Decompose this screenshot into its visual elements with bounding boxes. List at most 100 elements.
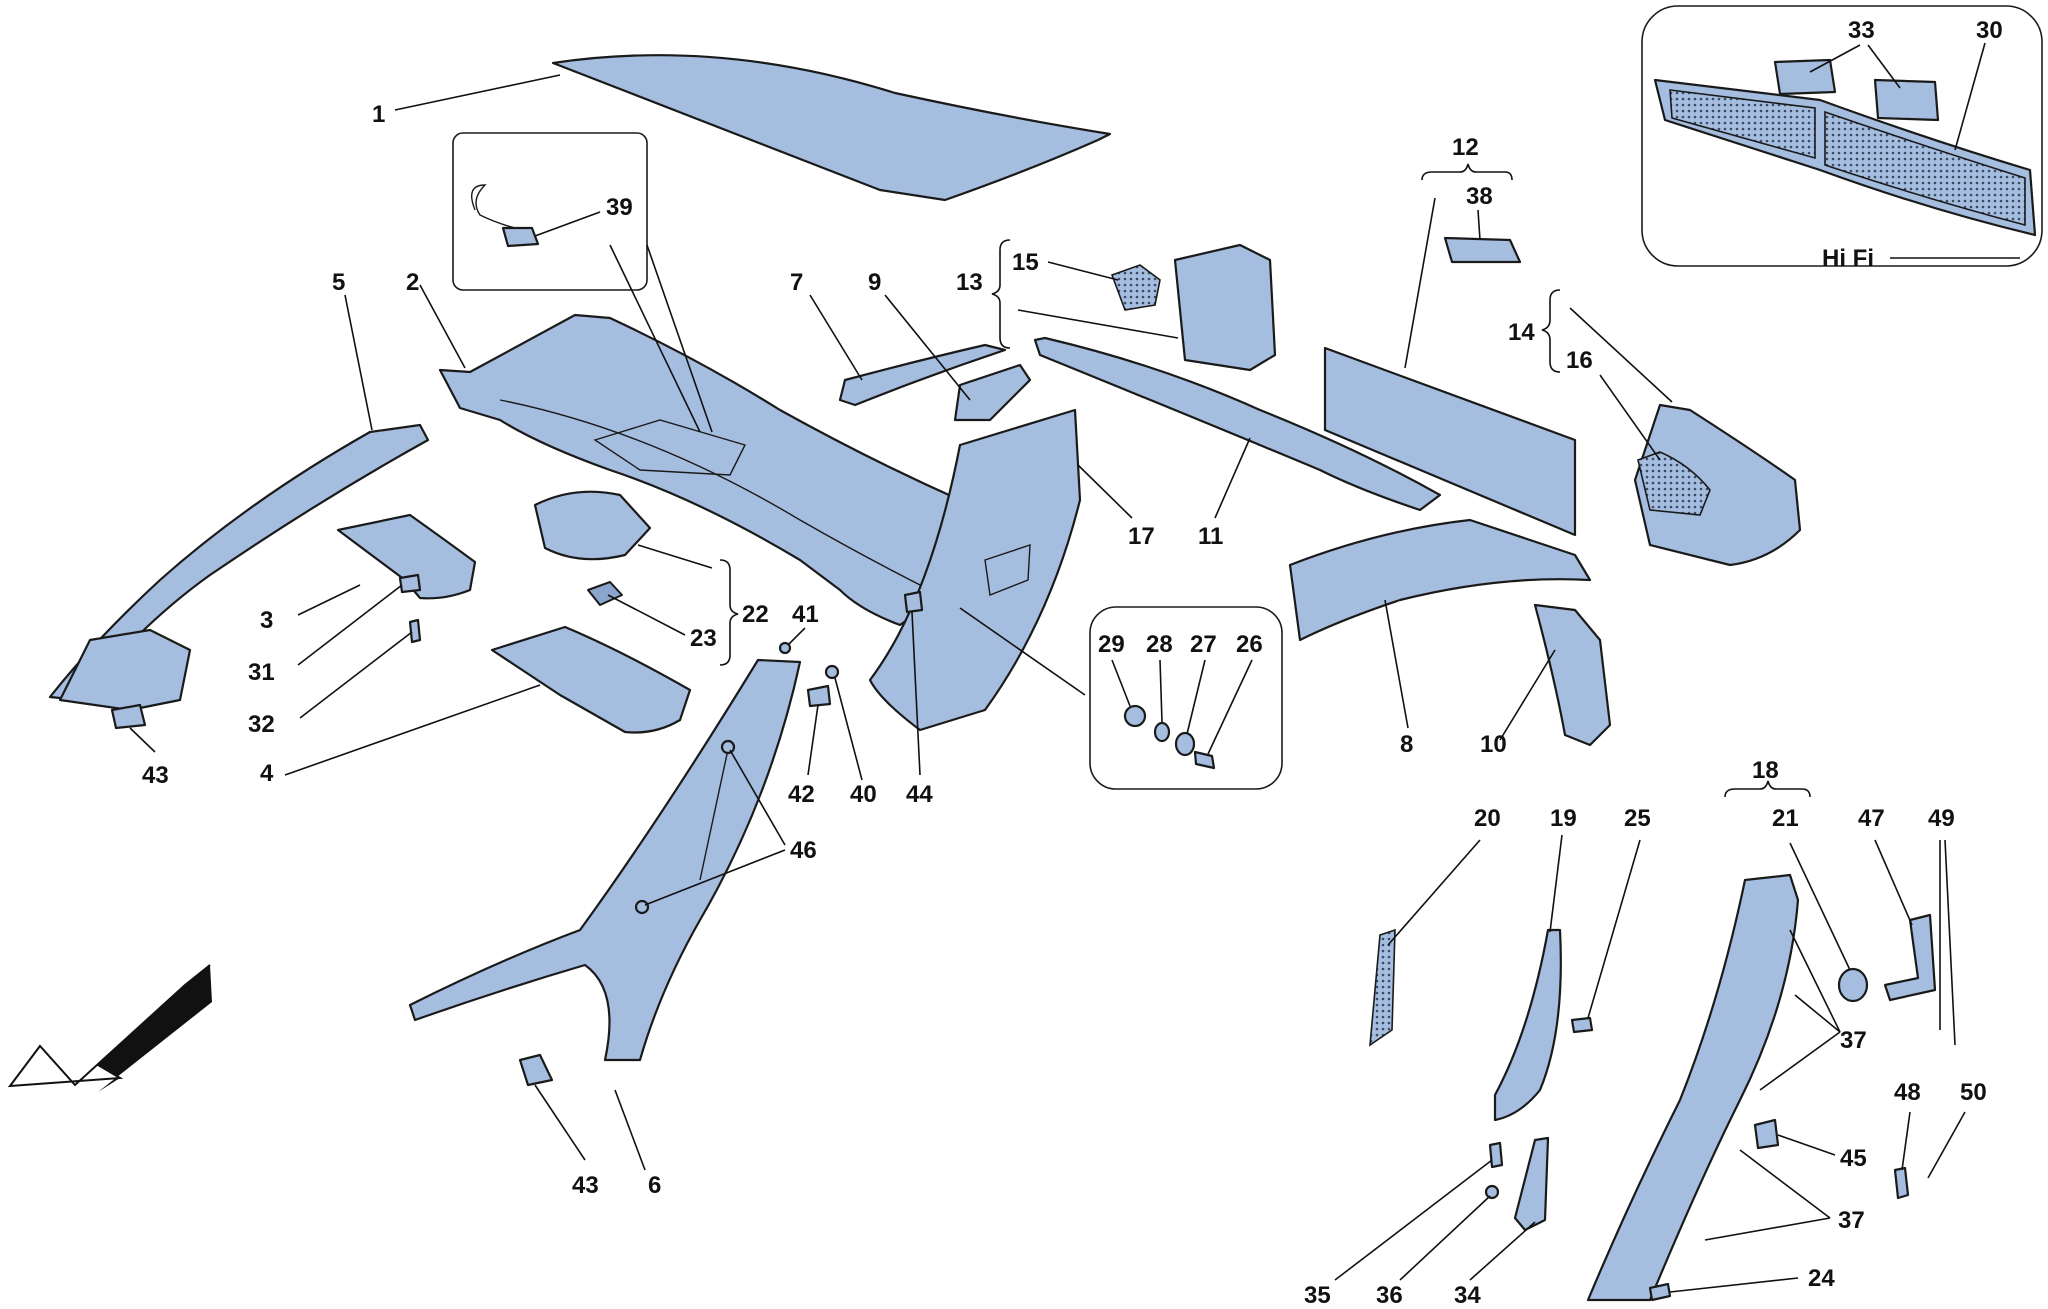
leader-50 [1927,1111,1966,1179]
part-43-cap-lower [518,1053,554,1087]
callout-5: 5 [332,269,345,296]
part-48-clip [1893,1166,1910,1200]
callout-29: 29 [1098,631,1125,658]
callout-7: 7 [790,269,803,296]
part-6-slot [699,739,731,881]
brace-22 [719,559,739,666]
part-33-bracket-left [1773,58,1837,96]
leader-12 [1404,197,1436,369]
callout-13: 13 [956,269,983,296]
inset-frame-wiring [452,132,648,291]
part-11-trim-rail [1033,336,1442,512]
leader-29 [1111,659,1131,707]
leader-19 [1549,834,1563,933]
part-39-connector [501,226,540,248]
callout-21: 21 [1772,805,1799,832]
part-21-cap [1837,967,1869,1003]
part-7-trim-strip [838,343,1007,407]
part-40-nut [824,664,840,680]
callout-47: 47 [1858,805,1885,832]
part-8-lower-trim [1288,518,1592,642]
leader-37a3 [1759,1031,1841,1091]
part-30-hifi-mesh-left [1669,89,1816,160]
leader-28 [1159,659,1163,723]
part-30-hifi-mesh-right [1824,110,2026,227]
part-32-screw [408,618,422,644]
part-42-clip [806,684,832,708]
callout-41: 41 [792,601,819,628]
leader-20 [1387,839,1481,946]
part-46-fastener-upper [720,739,736,755]
callout-12: 12 [1452,134,1479,161]
callout-6: 6 [648,1172,661,1199]
part-29-grommet [1123,704,1147,728]
callout-18: 18 [1752,757,1779,784]
leader-13 [1017,309,1179,339]
leader-27 [1186,659,1206,735]
leader-37b2 [1704,1217,1831,1241]
callout-44: 44 [906,781,933,808]
leader-1 [394,74,561,111]
direction-arrow-shadow [98,965,212,1092]
part-39-wire [471,184,531,233]
leader-16 [1599,374,1661,461]
leader-9 [884,294,971,401]
leader-46a [729,749,786,846]
part-44-clip [903,590,924,614]
leader-25 [1587,839,1641,1019]
part-3-sun-visor [336,513,477,600]
part-5-a-pillar-foot [58,628,192,712]
callout-26: 26 [1236,631,1263,658]
leader-39c [646,244,713,433]
leader-48 [1901,1111,1911,1171]
brace-18 [1724,780,1811,798]
leader-43a [129,727,156,753]
part-26-screw [1193,750,1216,770]
leader-3 [297,584,361,616]
part-22-dome-light [533,490,652,561]
leader-32 [299,631,413,719]
part-25-screw [1570,1016,1594,1034]
leader-37b1 [1739,1149,1831,1219]
callout-10: 10 [1480,731,1507,758]
part-16-speaker-grille [1637,451,1711,516]
leader-7 [809,294,863,381]
brace-14 [1541,289,1561,373]
brace-13 [991,239,1011,349]
leader-21 [1789,842,1851,971]
part-38-badge [1443,236,1522,264]
callout-37a: 37 [1840,1027,1867,1054]
part-36-washer [1484,1184,1500,1200]
callout-43b: 43 [572,1172,599,1199]
part-47-bracket [1883,913,1937,1002]
part-27-washer [1174,731,1196,757]
callout-19: 19 [1550,805,1577,832]
callout-15: 15 [1012,249,1039,276]
part-2-headliner-recess [593,419,747,476]
leader-43b [534,1084,586,1161]
leader-36 [1399,1195,1491,1281]
leader-38 [1477,209,1481,241]
part-9-trim [953,363,1032,422]
callout-22: 22 [742,601,769,628]
part-17-quarter-panel [868,408,1082,732]
callout-32: 32 [248,711,275,738]
part-17-opening [984,544,1031,596]
part-12-panel [1323,346,1577,537]
leader-41 [787,627,806,646]
leader-44b [959,607,1086,696]
leader-46b [644,849,786,906]
callout-30: 30 [1976,17,2003,44]
callout-31: 31 [248,659,275,686]
leader-39 [534,211,601,237]
part-4-sun-visor [490,625,692,734]
leader-14 [1569,307,1673,403]
part-45-clip [1753,1118,1780,1150]
leader-30 [1954,42,1986,151]
part-46-fastener-lower [634,899,650,915]
leader-15 [1047,261,1119,281]
leader-45 [1777,1134,1836,1156]
leader-26 [1207,659,1253,755]
callout-14: 14 [1508,319,1535,346]
callout-35: 35 [1304,1282,1331,1309]
